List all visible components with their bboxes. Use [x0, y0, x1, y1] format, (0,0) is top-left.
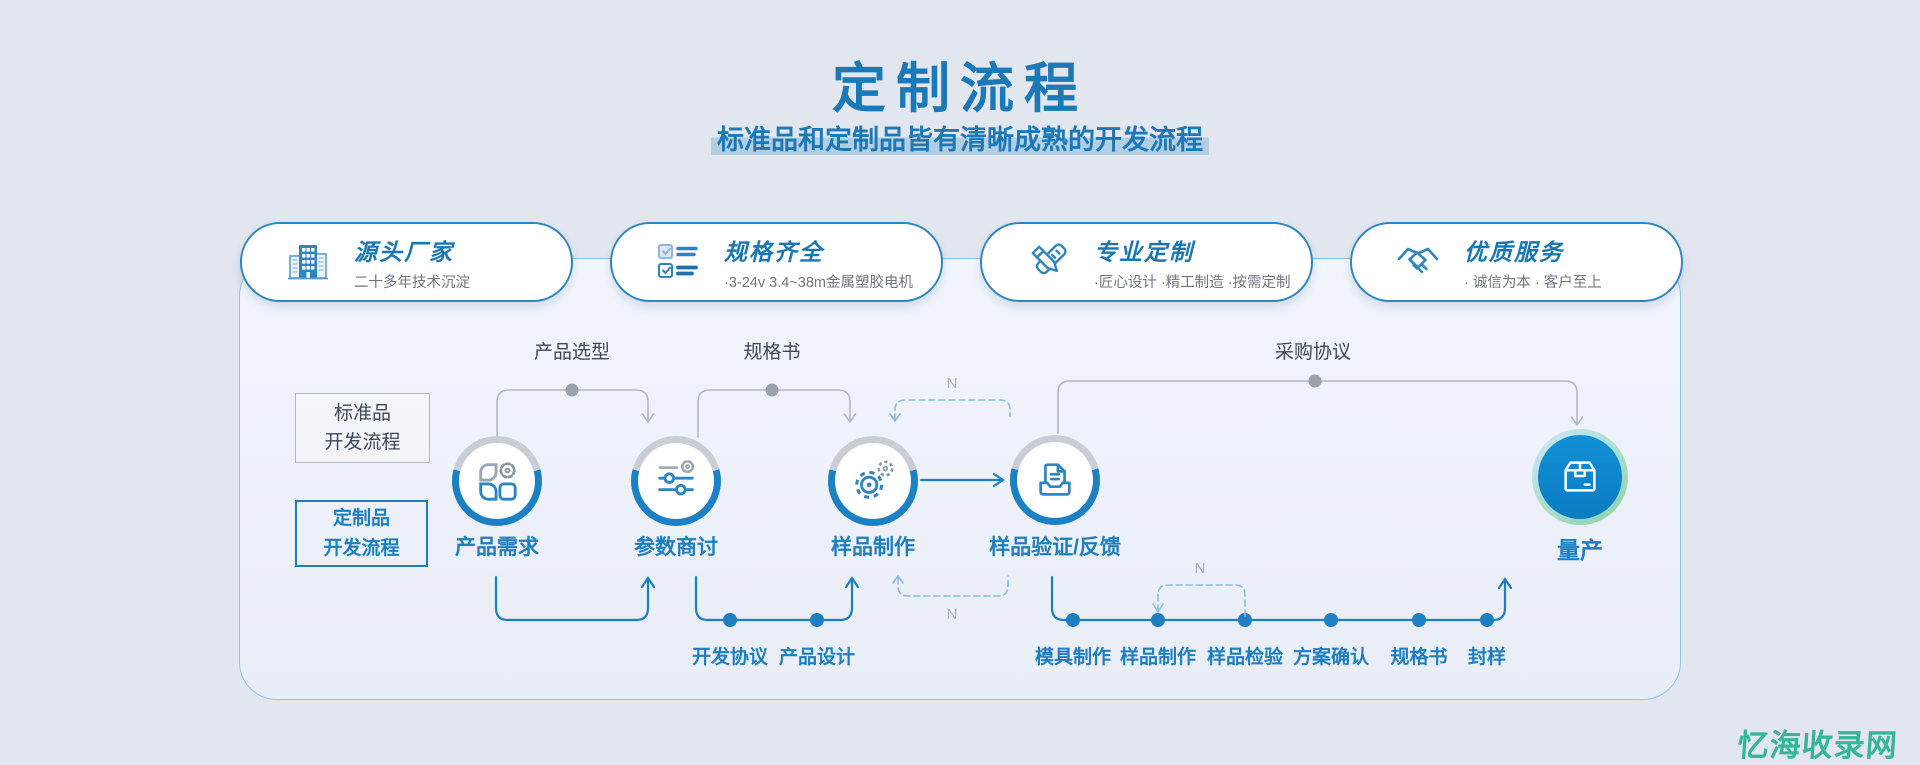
card-title: 优质服务: [1464, 238, 1564, 265]
card-title: 专业定制: [1094, 238, 1194, 265]
substep-label-product-design: 产品设计: [778, 647, 856, 668]
design-tools-icon: [1031, 243, 1067, 275]
product-requirement-icon: [479, 462, 517, 501]
card-subtitle: ·匠心设计 ·精工制造 ·按需定制: [1094, 274, 1291, 291]
watermark: 忆海收录网: [1736, 728, 1900, 763]
step-circle-product-requirement: [452, 436, 542, 526]
inbox-document-icon: [1039, 463, 1071, 496]
custom-track-line1: 定制品: [332, 508, 390, 530]
page-title: 定制流程: [832, 59, 1088, 119]
connector-label-purchase-agreement: 采购协议: [1274, 342, 1352, 363]
blue-bracket-lines: [494, 575, 1513, 622]
substep-label-mold-making: 模具制作: [1034, 647, 1112, 668]
gears-icon: [855, 460, 894, 499]
connector-label-product-selection: 产品选型: [533, 342, 611, 363]
card-subtitle: ·3-24v 3.4~38m金属塑胶电机: [724, 274, 913, 291]
step-circle-sample-verify: [1010, 435, 1100, 525]
standard-track-box: 标准品 开发流程: [295, 393, 430, 463]
spec-checklist-icon: [658, 244, 698, 278]
feedback-loop-lines: [889, 399, 1246, 617]
loop-label-n-bottom: N: [1194, 560, 1206, 577]
mid-flow-arrow: [919, 472, 1005, 488]
standard-track-line1: 标准品: [333, 402, 391, 424]
loop-label-n-top: N: [946, 375, 958, 392]
blue-milestone-dots: [723, 613, 1494, 627]
substep-label-sealed-sample: 封样: [1467, 647, 1507, 668]
substep-label-plan-confirm: 方案确认: [1292, 647, 1370, 668]
page-subtitle: 标准品和定制品皆有清晰成熟的开发流程: [0, 118, 1920, 157]
connector-label-spec-sheet: 规格书: [743, 342, 801, 363]
gray-bracket-dots: [565, 374, 1322, 397]
step-label-mass-production: 量产: [1557, 537, 1603, 563]
substep-label-sample-making: 样品制作: [1119, 647, 1197, 668]
substep-label-sample-inspection: 样品检验: [1206, 647, 1284, 668]
card-subtitle: · 诚信为本 · 客户至上: [1464, 274, 1602, 291]
step-circle-mass-production: [1532, 429, 1628, 525]
substep-label-dev-agreement: 开发协议: [691, 647, 769, 668]
custom-track-box: 定制品 开发流程: [295, 500, 428, 567]
card-title: 规格齐全: [724, 238, 824, 265]
step-circle-parameter-discussion: [631, 436, 721, 526]
factory-building-icon: [288, 245, 328, 280]
page-subtitle-highlight: 标准品和定制品皆有清晰成熟的开发流程: [711, 125, 1209, 155]
step-label-parameter-discussion: 参数商讨: [634, 536, 718, 559]
step-circle-sample-making: [828, 436, 918, 526]
feature-card-quality-service: 优质服务 · 诚信为本 · 客户至上: [1350, 222, 1683, 302]
step-label-sample-verify: 样品验证/反馈: [989, 536, 1121, 559]
gray-bracket-lines: [496, 380, 1584, 438]
standard-track-line2: 开发流程: [324, 432, 401, 453]
parameter-sliders-icon: [658, 460, 695, 496]
step-label-sample-making: 样品制作: [831, 536, 915, 559]
feature-card-source-factory: 源头厂家 二十多年技术沉淀: [240, 222, 573, 302]
feature-card-professional-custom: 专业定制 ·匠心设计 ·精工制造 ·按需定制: [980, 222, 1313, 302]
custom-track-line2: 开发流程: [323, 537, 400, 559]
feature-card-full-specs: 规格齐全 ·3-24v 3.4~38m金属塑胶电机: [610, 222, 943, 302]
step-label-product-requirement: 产品需求: [455, 536, 539, 559]
card-subtitle: 二十多年技术沉淀: [354, 274, 470, 291]
package-box-icon: [1564, 461, 1596, 492]
handshake-icon: [1397, 247, 1439, 274]
card-title: 源头厂家: [354, 238, 454, 265]
substep-label-spec-sheet: 规格书: [1390, 647, 1448, 668]
loop-label-n-middle: N: [946, 606, 958, 623]
